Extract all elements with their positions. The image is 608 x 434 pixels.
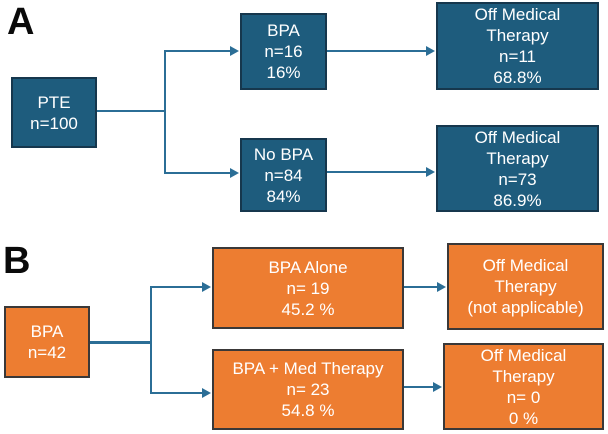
node-text-line: n=84 [264,165,303,185]
node-no-bpa: No BPA n=84 84% [240,138,327,212]
node-text-line: n= 19 [286,278,330,298]
node-text-line: n= 23 [286,380,330,399]
arrowhead-no-bpa-to-off-medical [426,167,435,177]
arrowhead-to-bpa [230,46,239,56]
connector-to-bpa [164,50,231,52]
arrowhead-to-bpa-alone [202,282,211,292]
connector-bpa-to-off-medical [327,50,427,52]
node-text-line: PTE [37,92,71,112]
node-bpa-alone: BPA Alone n= 19 45.2 % [212,247,404,329]
node-text-line: BPA Alone [268,257,348,277]
panel-b-label: B [3,240,31,282]
node-text-line: Therapy [486,148,549,168]
node-text-line: 86.9% [493,190,542,210]
connector-to-bpa-med [150,392,203,394]
node-text-line: Therapy [494,277,557,296]
panel-a-label: A [7,1,35,43]
arrowhead-bpa-to-off-medical [426,46,435,56]
node-text-line: 45.2 % [281,299,335,319]
connector-to-bpa-alone [150,286,203,288]
node-text-line: Therapy [492,366,555,386]
node-bpa: BPA n=16 16% [240,13,327,90]
node-text-line: No BPA [253,144,314,164]
node-bpa-med-therapy: BPA + Med Therapy n= 23 54.8 % [212,349,404,430]
node-text-line: BPA [30,322,64,341]
node-text-line: Off Medical [474,5,561,24]
connector-no-bpa-to-off-medical [327,171,427,173]
node-text-line: Off Medical [480,345,567,365]
arrowhead-to-no-bpa [230,168,239,178]
node-text-line: 84% [266,186,301,206]
node-text-line: n=16 [264,42,303,61]
arrowhead-to-bpa-med [202,388,211,398]
connector-to-no-bpa [164,172,231,174]
node-text-line: BPA + Med Therapy [232,359,384,378]
arrowhead-bpa-med-to-off-medical [433,382,442,392]
node-text-line: Therapy [486,26,549,45]
connector-pte-branch-vertical [164,51,166,174]
connector-bpa-alone-to-off-medical [404,286,438,288]
node-text-line: n= 0 [506,387,541,407]
arrowhead-bpa-alone-to-off-medical [437,282,446,292]
connector-bpa-med-to-off-medical [404,386,434,388]
node-text-line: n=73 [498,169,537,189]
node-off-medical-therapy-bpa: Off Medical Therapy n=11 68.8% [436,2,599,90]
node-text-line: Off Medical [482,256,569,275]
connector-pte-stem [97,110,165,112]
connector-bpa42-branch-vertical [150,287,152,394]
node-text-line: n=100 [30,113,78,133]
node-text-line: 54.8 % [281,401,335,420]
node-off-medical-therapy-no-bpa: Off Medical Therapy n=73 86.9% [436,125,599,212]
node-text-line: Off Medical [474,127,561,147]
node-off-medical-zero: Off Medical Therapy n= 0 0 % [443,343,604,430]
node-text-line: (not applicable) [467,298,584,317]
node-pte: PTE n=100 [11,77,97,148]
node-text-line: BPA [267,21,300,40]
node-text-line: 16% [266,63,301,82]
node-text-line: 0 % [508,408,539,428]
node-off-medical-not-applicable: Off Medical Therapy (not applicable) [447,243,604,330]
node-text-line: n=11 [498,47,537,66]
node-text-line: n=42 [27,343,67,362]
node-text-line: 68.8% [493,68,542,87]
connector-bpa42-stem [90,341,151,344]
node-bpa-42: BPA n=42 [4,306,90,378]
